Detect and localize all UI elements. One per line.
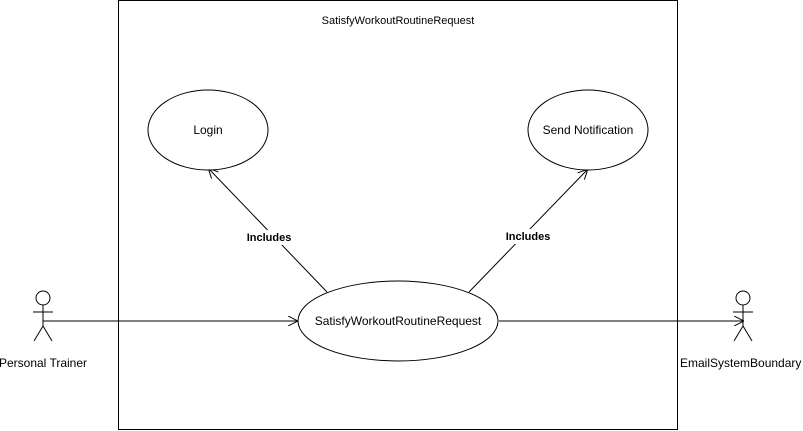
system-boundary-title: SatisfyWorkoutRoutineRequest	[322, 15, 475, 27]
actor-head-icon	[35, 290, 51, 306]
actor-email-system-boundary-label: EmailSystemBoundary	[680, 356, 801, 370]
use-case-main-label: SatisfyWorkoutRoutineRequest	[315, 314, 482, 328]
use-case-login[interactable]	[147, 89, 269, 171]
actor-right-leg	[742, 325, 753, 342]
actor-left-leg	[733, 325, 744, 342]
include-right-label-bg	[505, 229, 551, 244]
include-right-label: Includes	[506, 231, 551, 243]
include-left-label-bg	[246, 230, 292, 245]
actor-personal-trainer[interactable]	[33, 290, 53, 342]
use-case-send-notification-label: Send Notification	[543, 123, 634, 137]
actor-left-leg	[33, 325, 44, 342]
system-boundary	[118, 0, 678, 430]
actor-email-system-boundary[interactable]	[733, 290, 753, 342]
actor-right-leg	[42, 325, 53, 342]
actor-personal-trainer-label: Personal Trainer	[0, 356, 87, 370]
actor-head-icon	[735, 290, 751, 306]
include-left-label: Includes	[247, 232, 292, 244]
use-case-main[interactable]	[297, 280, 499, 362]
use-case-login-label: Login	[193, 123, 222, 137]
use-case-send-notification[interactable]	[527, 89, 649, 171]
